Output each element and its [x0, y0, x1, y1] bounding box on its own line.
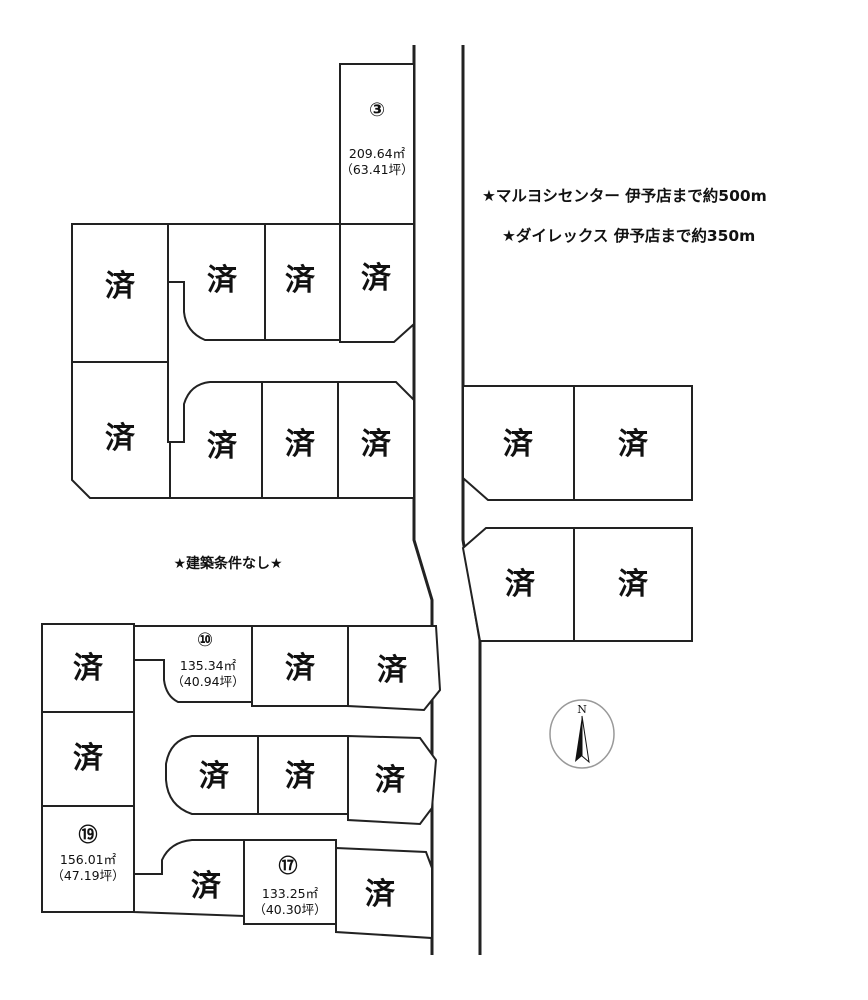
block-right: 済 済 済 済	[461, 385, 693, 642]
lot-sold[interactable]: 済	[339, 223, 415, 343]
sold-label: 済	[377, 653, 408, 688]
sold-label: 済	[375, 763, 406, 798]
north-arrow-icon: N	[549, 699, 615, 769]
lot-number: ③	[369, 99, 385, 121]
sold-label: 済	[73, 741, 104, 776]
note-marugyoshi: ★マルヨシセンター 伊予店まで約500m	[482, 186, 767, 205]
lot-number: ⑲	[78, 823, 97, 846]
lot-sold[interactable]: 済	[264, 223, 341, 341]
lot-sold[interactable]: 済	[41, 623, 135, 713]
lot-area-tsubo: （63.41坪）	[340, 162, 413, 177]
lot-sold[interactable]: 済	[71, 361, 185, 499]
lot-sold[interactable]: 済	[337, 381, 415, 499]
sold-label: 済	[285, 651, 316, 686]
lot-sold[interactable]: 済	[573, 527, 693, 642]
sold-label: 済	[285, 263, 316, 298]
sold-label: 済	[73, 651, 104, 686]
lot-area-tsubo: （47.19坪）	[51, 868, 124, 883]
lot-sold[interactable]: 済	[251, 625, 349, 707]
block-upper-left: 済 済 済 済 済 済 済 済	[71, 223, 415, 499]
note-no-build-conditions: ★建築条件なし★	[173, 555, 282, 572]
compass-north-label: N	[577, 703, 587, 716]
sold-label: 済	[503, 427, 534, 462]
sold-label: 済	[618, 567, 649, 602]
note-direx: ★ダイレックス 伊予店まで約350m	[502, 226, 755, 245]
lot-area-sqm: 135.34㎡	[180, 658, 237, 673]
sold-label: 済	[191, 869, 222, 904]
lot-sold[interactable]: 済	[261, 381, 339, 499]
sold-label: 済	[618, 427, 649, 462]
sold-label: 済	[361, 427, 392, 462]
sold-label: 済	[505, 567, 536, 602]
sold-label: 済	[207, 429, 238, 464]
sold-label: 済	[105, 269, 136, 304]
lot-sold[interactable]: 済	[257, 735, 349, 815]
lot-3[interactable]: ③ 209.64㎡ （63.41坪）	[339, 63, 415, 225]
lot-area-sqm: 133.25㎡	[262, 886, 319, 901]
sold-label: 済	[361, 261, 392, 296]
lot-10[interactable]: ⑩ 135.34㎡ （40.94坪）	[133, 625, 253, 703]
lot-sold[interactable]: 済	[133, 839, 245, 918]
sold-label: 済	[105, 421, 136, 456]
sold-label: 済	[207, 263, 238, 298]
lot-number: ⑰	[278, 854, 297, 877]
lot-sold[interactable]: 済	[347, 625, 442, 712]
sold-label: 済	[365, 877, 396, 912]
sold-label: 済	[285, 759, 316, 794]
lot-sold[interactable]: 済	[167, 223, 266, 341]
lot-area-sqm: 156.01㎡	[60, 852, 117, 867]
lot-sold[interactable]: 済	[71, 223, 169, 363]
lot-sold[interactable]: 済	[165, 735, 259, 815]
lot-sold[interactable]: 済	[573, 385, 693, 501]
lot-sold[interactable]: 済	[461, 527, 575, 642]
lot-area-tsubo: （40.94坪）	[171, 674, 244, 689]
main-road-east-edge	[461, 45, 482, 955]
lot-sold[interactable]: 済	[169, 381, 263, 499]
lot-19[interactable]: ⑲ 156.01㎡ （47.19坪）	[41, 805, 135, 913]
sold-label: 済	[199, 759, 230, 794]
lot-area-tsubo: （40.30坪）	[253, 902, 326, 917]
lot-number: ⑩	[197, 629, 213, 651]
sold-label: 済	[285, 427, 316, 462]
lot-sold[interactable]: 済	[462, 385, 575, 501]
lot-area-sqm: 209.64㎡	[349, 146, 406, 161]
lot-17[interactable]: ⑰ 133.25㎡ （40.30坪）	[243, 839, 337, 925]
block-lower-left: 済 ⑩ 135.34㎡ （40.94坪） 済 済 済 済 済	[41, 623, 442, 940]
lot-sold[interactable]: 済	[347, 734, 438, 826]
lot-sold[interactable]: 済	[335, 846, 433, 940]
lot-sold[interactable]: 済	[41, 711, 135, 807]
